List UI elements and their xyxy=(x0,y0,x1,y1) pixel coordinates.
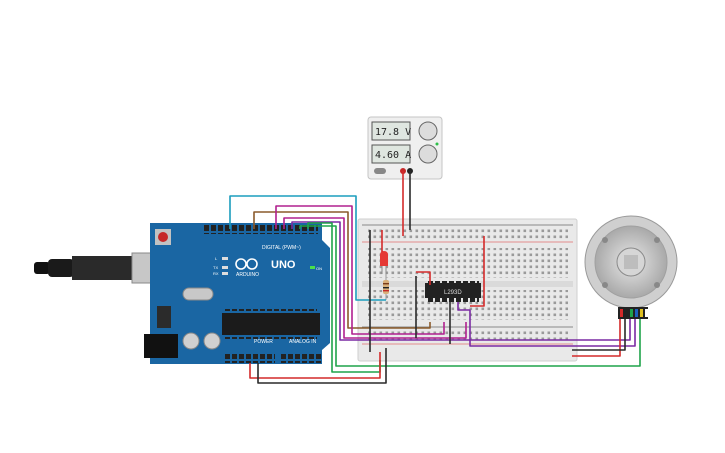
current-knob[interactable] xyxy=(418,144,438,164)
arduino-logo: ARDUINO UNO xyxy=(235,258,296,278)
power-header[interactable] xyxy=(225,354,275,363)
capacitor-1 xyxy=(182,332,200,350)
motor-icon[interactable] xyxy=(584,215,678,319)
wire-brown xyxy=(253,211,431,329)
on-label: ON xyxy=(316,266,322,271)
wire-magenta-1 xyxy=(275,205,445,335)
wire-red-jumper-2 xyxy=(470,236,485,307)
status-leds: L TX RX xyxy=(213,256,228,276)
current-display xyxy=(371,144,411,164)
wire-black-gnd xyxy=(257,348,387,384)
led-label-l: L xyxy=(215,256,218,261)
chip-label: L293D xyxy=(444,290,462,296)
led-label-tx: TX xyxy=(213,265,218,270)
power-switch[interactable] xyxy=(374,168,386,174)
wire-red-jumper-1 xyxy=(416,271,431,285)
wire-red-motor xyxy=(572,319,621,357)
arduino-board[interactable]: DIGITAL (PWM~) L TX RX ARDUINO UNO ON xyxy=(34,223,330,364)
led-icon[interactable] xyxy=(380,251,388,274)
voltage-display xyxy=(371,121,411,141)
brand-text: ARDUINO xyxy=(236,272,259,278)
voltage-readout: 17.8 V xyxy=(375,127,411,138)
driver-chip[interactable]: L293D xyxy=(425,279,481,302)
microcontroller-chip xyxy=(222,313,320,335)
digital-label: DIGITAL (PWM~) xyxy=(262,245,301,251)
wire-red-5v xyxy=(249,352,381,379)
crystal xyxy=(182,287,214,301)
on-led xyxy=(310,266,315,269)
current-readout: 4.60 A xyxy=(375,150,411,161)
analog-header[interactable] xyxy=(280,354,322,363)
model-text: UNO xyxy=(271,259,296,271)
digital-header[interactable] xyxy=(204,225,318,234)
voltage-regulator xyxy=(157,306,171,328)
wire-purple-1 xyxy=(291,221,631,341)
wire-purple-2 xyxy=(457,302,636,347)
wires xyxy=(229,171,641,384)
reset-button-icon[interactable] xyxy=(155,229,171,245)
power-jack[interactable] xyxy=(144,334,178,358)
power-led xyxy=(435,142,439,146)
wire-cyan xyxy=(229,195,386,301)
power-label: POWER xyxy=(254,339,273,345)
resistor-icon[interactable] xyxy=(383,274,389,300)
power-supply[interactable]: 17.8 V 4.60 A xyxy=(367,116,443,180)
wire-black-motor xyxy=(572,319,626,351)
wire-magenta-2 xyxy=(283,217,467,339)
analog-label: ANALOG IN xyxy=(289,339,317,345)
capacitor-2 xyxy=(203,332,221,350)
wire-green-1 xyxy=(299,225,641,367)
voltage-knob[interactable] xyxy=(418,121,438,141)
led-label-rx: RX xyxy=(213,271,219,276)
